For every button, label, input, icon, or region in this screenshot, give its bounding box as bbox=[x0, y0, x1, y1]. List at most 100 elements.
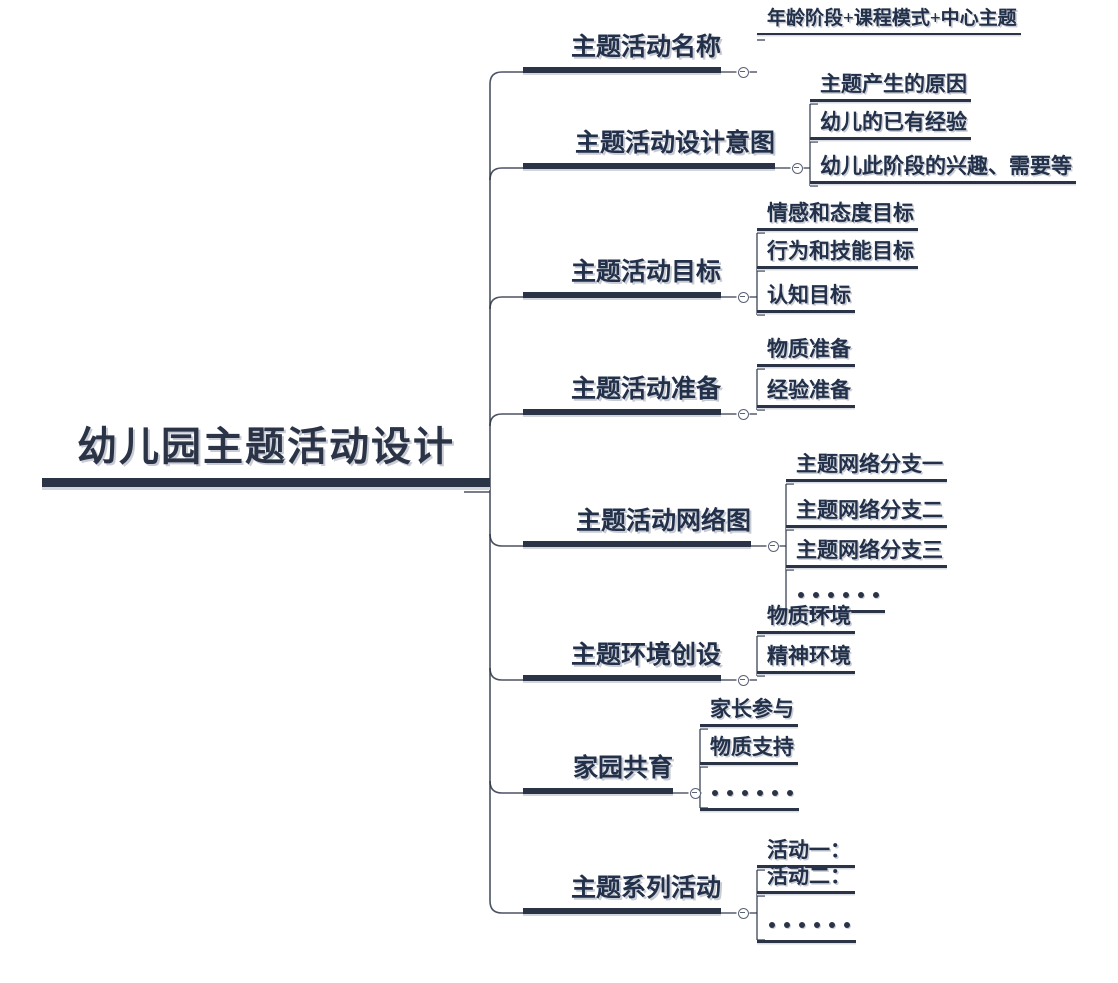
subitem-label: 家长参与 bbox=[710, 697, 794, 721]
collapse-toggle-icon[interactable] bbox=[737, 66, 749, 78]
subitem-node[interactable]: 经验准备 bbox=[757, 378, 855, 408]
subitem-underline bbox=[810, 181, 1076, 184]
subitem-label: 幼儿此阶段的兴趣、需要等 bbox=[820, 154, 1072, 178]
subitem-node[interactable]: 行为和技能目标 bbox=[757, 239, 918, 269]
subitem-underline bbox=[700, 724, 798, 727]
subitem-underline bbox=[786, 525, 947, 528]
branch-underline bbox=[523, 907, 721, 914]
subitem-node[interactable] bbox=[757, 913, 856, 943]
subitem-underline bbox=[810, 137, 971, 140]
subitem-label: 年龄阶段+课程模式+中心主题 bbox=[767, 8, 1017, 29]
branch-node-6[interactable]: 主题环境创设 bbox=[523, 642, 721, 681]
subitem-node[interactable]: 幼儿此阶段的兴趣、需要等 bbox=[810, 154, 1076, 184]
branch-elbow-7 bbox=[489, 900, 523, 914]
branch-underline bbox=[523, 540, 751, 547]
ellipsis-dots bbox=[786, 583, 885, 607]
branch-elbow-2 bbox=[489, 296, 523, 310]
collapse-toggle-icon[interactable] bbox=[737, 408, 749, 420]
subitem-label: 活动一： bbox=[767, 838, 851, 862]
collapse-toggle-icon[interactable] bbox=[767, 540, 779, 552]
subitem-node[interactable]: 活动二： bbox=[757, 864, 855, 894]
subitem-underline bbox=[700, 762, 798, 765]
branch-node-1[interactable]: 主题活动名称 bbox=[523, 34, 721, 73]
subitem-underline bbox=[757, 228, 918, 231]
subitem-node[interactable]: 年龄阶段+课程模式+中心主题 bbox=[757, 8, 1021, 36]
branch-node-5[interactable]: 主题活动网络图 bbox=[523, 508, 751, 547]
subitem-label: 主题网络分支三 bbox=[796, 538, 943, 562]
branch-underline bbox=[523, 787, 673, 794]
branch-elbow-6 bbox=[489, 780, 523, 794]
subitem-node[interactable]: 物质准备 bbox=[757, 337, 855, 367]
subitem-node[interactable]: 情感和态度目标 bbox=[757, 201, 918, 231]
subitem-underline bbox=[757, 631, 855, 634]
subitem-label: 物质准备 bbox=[767, 337, 851, 361]
branch-elbow-5 bbox=[489, 667, 523, 681]
subitem-underline bbox=[786, 479, 947, 482]
subitem-label: 主题网络分支一 bbox=[796, 452, 943, 476]
branch-node-3[interactable]: 主题活动目标 bbox=[523, 259, 721, 298]
branch-underline bbox=[523, 66, 721, 73]
subitem-underline bbox=[786, 610, 885, 613]
branch-node-2[interactable]: 主题活动设计意图 bbox=[523, 130, 775, 169]
branch-label: 主题活动目标 bbox=[570, 259, 721, 286]
branch-elbow-0 bbox=[489, 71, 523, 85]
subitem-label: 主题产生的原因 bbox=[820, 72, 967, 96]
subitem-underline bbox=[757, 266, 918, 269]
collapse-toggle-icon[interactable] bbox=[737, 674, 749, 686]
subitem-node[interactable]: 物质环境 bbox=[757, 604, 855, 634]
subitem-label: 经验准备 bbox=[767, 378, 851, 402]
subitem-node[interactable]: 活动一： bbox=[757, 838, 855, 868]
subitem-underline bbox=[757, 940, 856, 943]
subitem-label: 物质环境 bbox=[767, 604, 851, 628]
branch-node-8[interactable]: 主题系列活动 bbox=[523, 875, 721, 914]
branch-node-4[interactable]: 主题活动准备 bbox=[523, 376, 721, 415]
branch-label: 主题系列活动 bbox=[570, 875, 721, 902]
subitem-label: 物质支持 bbox=[710, 735, 794, 759]
branch-underline bbox=[523, 408, 721, 415]
subitem-underline bbox=[700, 808, 799, 811]
subitem-node[interactable]: 主题网络分支三 bbox=[786, 538, 947, 568]
subitem-node[interactable]: 家长参与 bbox=[700, 697, 798, 727]
collapse-toggle-icon[interactable] bbox=[737, 907, 749, 919]
branch-label: 主题活动设计意图 bbox=[574, 130, 775, 157]
subitem-node[interactable]: 物质支持 bbox=[700, 735, 798, 765]
subitem-underline bbox=[757, 671, 855, 674]
branch-node-7[interactable]: 家园共育 bbox=[523, 755, 673, 794]
branch-label: 主题环境创设 bbox=[570, 642, 721, 669]
root-label: 幼儿园主题活动设计 bbox=[77, 424, 455, 469]
branch-label: 主题活动网络图 bbox=[575, 508, 751, 535]
subitem-node[interactable]: 精神环境 bbox=[757, 644, 855, 674]
branch-elbow-3 bbox=[489, 413, 523, 427]
subitem-underline bbox=[757, 891, 855, 894]
branch-label: 主题活动名称 bbox=[570, 34, 721, 61]
collapse-toggle-icon[interactable] bbox=[791, 162, 803, 174]
subitem-node[interactable]: 主题网络分支二 bbox=[786, 498, 947, 528]
collapse-toggle-icon[interactable] bbox=[689, 787, 701, 799]
subitem-underline bbox=[757, 310, 855, 313]
subitem-node[interactable]: 认知目标 bbox=[757, 283, 855, 313]
branch-elbow-1 bbox=[489, 167, 523, 181]
subitem-underline bbox=[810, 99, 971, 102]
branch-label: 主题活动准备 bbox=[570, 376, 721, 403]
subitem-node[interactable]: 幼儿的已有经验 bbox=[810, 110, 971, 140]
branch-label: 家园共育 bbox=[572, 755, 673, 782]
subitem-label: 精神环境 bbox=[767, 644, 851, 668]
branch-elbow-4 bbox=[489, 533, 523, 547]
subitem-underline bbox=[757, 405, 855, 408]
subitem-node[interactable]: 主题网络分支一 bbox=[786, 452, 947, 482]
ellipsis-dots bbox=[757, 913, 856, 937]
subitem-label: 主题网络分支二 bbox=[796, 498, 943, 522]
subitem-label: 情感和态度目标 bbox=[767, 201, 914, 225]
subitem-node[interactable]: 主题产生的原因 bbox=[810, 72, 971, 102]
root-underline bbox=[42, 478, 490, 487]
subitem-node[interactable] bbox=[786, 583, 885, 613]
branch-underline bbox=[523, 291, 721, 298]
subitem-node[interactable] bbox=[700, 781, 799, 811]
collapse-toggle-icon[interactable] bbox=[737, 291, 749, 303]
branch-underline bbox=[523, 674, 721, 681]
root-node[interactable]: 幼儿园主题活动设计 bbox=[42, 424, 490, 487]
subitem-label: 活动二： bbox=[767, 864, 851, 888]
subitem-underline bbox=[757, 364, 855, 367]
subitem-underline bbox=[757, 32, 1021, 36]
